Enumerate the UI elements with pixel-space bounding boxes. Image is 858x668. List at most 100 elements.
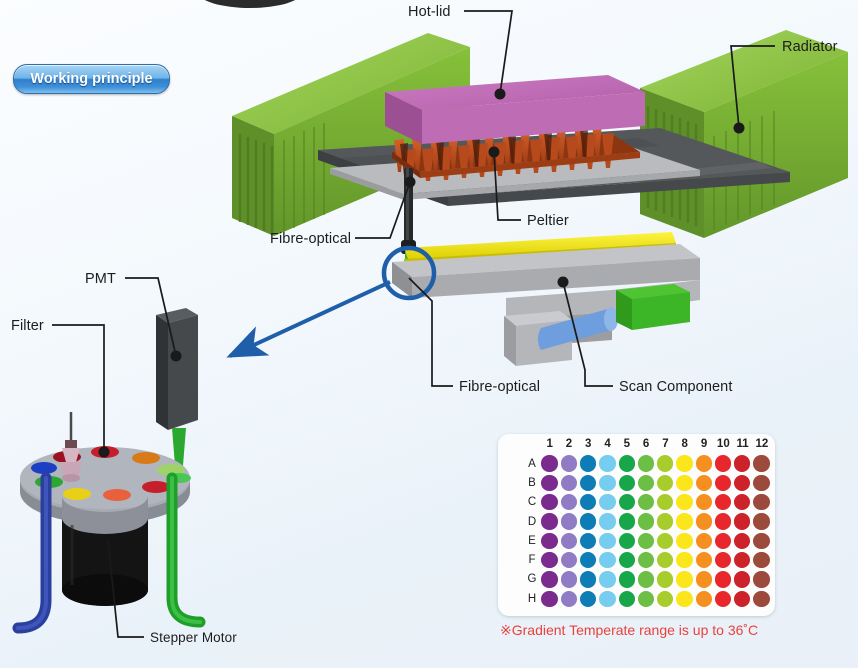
well-plate-row-label-C: C [527,496,537,509]
well-D10 [714,513,732,530]
well-H8 [676,590,693,607]
well-E5 [618,532,635,550]
working-principle-button[interactable]: Working principle [13,64,170,94]
well-G12 [753,571,770,588]
well-D7 [657,513,674,530]
callout-label-pmt: PMT [85,271,116,287]
well-plate-column-label-5: 5 [623,438,631,450]
well-G10 [714,571,732,588]
well-F11 [734,551,751,569]
well-F12 [753,551,770,569]
well-plate-row-label-G: G [527,573,537,586]
well-plate-row-label-E: E [528,534,536,547]
well-G8 [676,571,693,588]
well-C6 [637,494,655,511]
well-plate-column-label-8: 8 [681,438,688,450]
well-A10 [714,455,732,472]
well-B1 [541,474,558,492]
well-H2 [560,590,578,607]
well-D3 [579,513,597,530]
well-E4 [599,532,616,550]
well-F9 [695,551,712,569]
well-plate-row: C [524,493,771,512]
well-G3 [579,571,597,588]
well-plate-column-label-7: 7 [662,438,669,450]
callout-label-fibre-optical-top: Fibre-optical [270,231,352,247]
callout-label-stepper-motor: Stepper Motor [150,630,237,645]
well-F1 [541,551,558,569]
well-A12 [753,455,770,472]
filter-spot [31,462,57,474]
well-D11 [734,513,751,530]
well-G7 [657,571,674,588]
well-C2 [560,494,578,511]
well-H12 [753,590,770,607]
well-B12 [753,474,770,492]
hot-lid-block [385,75,645,144]
well-plate-row: A [524,454,771,473]
callout-label-fibre-optical-bottom: Fibre-optical [459,379,541,395]
callout-label-radiator: Radiator [782,39,838,55]
well-plate-row-label-D: D [527,515,537,528]
well-C5 [618,494,635,511]
well-E8 [676,532,693,550]
well-plate-column-label-12: 12 [755,438,769,450]
working-principle-label: Working principle [30,71,153,87]
well-F4 [599,551,616,569]
well-B6 [637,474,655,492]
well-H5 [618,590,635,607]
well-H1 [541,590,558,607]
well-D4 [599,513,616,530]
light-path-arrow [226,280,391,358]
well-D2 [560,513,578,530]
well-D5 [618,513,635,530]
peltier-tube-array [392,123,640,182]
well-B9 [695,474,712,492]
well-C4 [599,494,616,511]
well-plate-caption: ※Gradient Temperate range is up to 36˚C [500,622,759,638]
well-plate-row-label-F: F [528,554,536,567]
well-G11 [734,571,751,588]
well-plate-column-label-1: 1 [546,438,553,450]
well-G2 [560,571,578,588]
well-G5 [618,571,635,588]
well-H9 [695,590,712,607]
well-H7 [657,590,674,607]
well-B5 [618,474,635,492]
well-E3 [579,532,597,550]
well-H6 [637,590,655,607]
well-B3 [579,474,597,492]
well-D12 [753,513,770,530]
well-plate-row: G [524,570,771,589]
well-plate-row: D [524,512,771,531]
scan-component-assembly [392,232,700,366]
well-F7 [657,551,674,569]
well-plate-row-label-B: B [528,476,536,489]
well-plate-row: H [524,589,771,608]
well-C12 [753,494,770,511]
well-A5 [618,455,635,472]
well-C9 [695,494,712,511]
well-B4 [599,474,616,492]
well-A7 [657,455,674,472]
stepper-motor [62,496,148,606]
callout-label-hot-lid: Hot-lid [408,4,451,20]
well-A9 [695,455,712,472]
well-B2 [560,474,578,492]
well-plate-row: F [524,550,771,569]
well-C10 [714,494,732,511]
well-F5 [618,551,635,569]
well-A11 [734,455,751,472]
well-G6 [637,571,655,588]
well-E11 [734,532,751,550]
callout-label-filter: Filter [11,318,44,334]
well-D8 [676,513,693,530]
well-C7 [657,494,674,511]
well-plate-column-label-2: 2 [565,438,573,450]
well-C3 [579,494,597,511]
